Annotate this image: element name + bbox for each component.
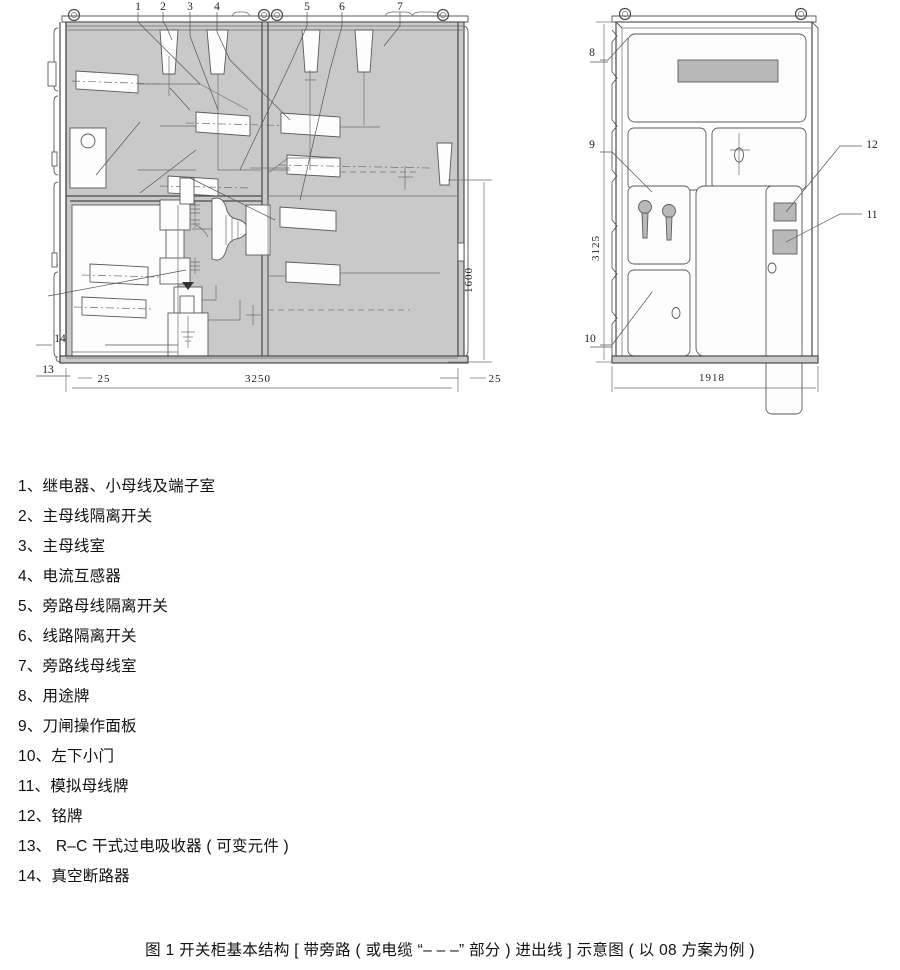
mimic-bus-plate	[773, 230, 797, 254]
dimension-right-25: 25	[489, 373, 502, 385]
legend-item-label: 主母线隔离开关	[42, 508, 153, 525]
legend-item-number: 5、	[18, 598, 43, 615]
lock-icon	[671, 307, 681, 319]
callout-label-7: 7	[397, 1, 403, 13]
legend-item: 13、 R–C 干式过电吸收器 ( 可变元件 )	[18, 832, 538, 862]
legend-item-number: 14、	[18, 868, 52, 885]
lifting-eye-icon	[618, 7, 632, 21]
lifting-eye-icon	[794, 7, 808, 21]
rc-absorber	[167, 282, 209, 358]
operating-handle-icon	[662, 204, 676, 241]
legend-item-label: 刀闸操作面板	[42, 718, 137, 735]
legend-item-number: 13、	[18, 838, 52, 855]
right-front-view: 8 9 10 11 12 3125 1918	[584, 7, 878, 415]
legend-item: 3、主母线室	[18, 532, 538, 562]
insulator-horizontal	[185, 111, 301, 137]
legend-item: 12、铭牌	[18, 802, 538, 832]
callout-label-3: 3	[187, 1, 193, 13]
legend-item-label: 旁路母线隔离开关	[42, 598, 169, 615]
figure-caption: 图 1 开关柜基本结构 [ 带旁路 ( 或电缆 “– – –” 部分 ) 进出线…	[145, 942, 755, 959]
insulator-horizontal	[279, 206, 337, 232]
legend-item: 9、刀闸操作面板	[18, 712, 538, 742]
operating-handle-icon	[638, 200, 652, 239]
callout-label-14: 14	[54, 333, 66, 345]
insulator-horizontal	[280, 112, 341, 138]
legend-item: 5、旁路母线隔离开关	[18, 592, 538, 622]
callout-label-12: 12	[866, 139, 878, 151]
svg-text:1918: 1918	[699, 372, 725, 384]
legend-item-number: 1、	[18, 478, 43, 495]
insulator-horizontal	[73, 296, 153, 319]
legend-item: 1、继电器、小母线及端子室	[18, 472, 538, 502]
insulator-vertical	[354, 29, 374, 112]
nameplate	[774, 203, 796, 221]
insulator-horizontal	[71, 70, 161, 94]
legend-item-number: 7、	[18, 658, 43, 675]
legend-item: 10、左下小门	[18, 742, 538, 772]
insulator-horizontal	[81, 263, 161, 286]
lock-icon	[767, 262, 777, 274]
legend-item: 4、电流互感器	[18, 562, 538, 592]
svg-text:3125: 3125	[590, 235, 602, 261]
legend-item-number: 6、	[18, 628, 43, 645]
insulator-horizontal	[285, 261, 341, 286]
legend-item: 8、用途牌	[18, 682, 538, 712]
callout-label-4: 4	[214, 1, 220, 13]
legend-item: 6、线路隔离开关	[18, 622, 538, 652]
callout-label-11: 11	[866, 209, 877, 221]
technical-drawing-figure: .fillpanel { fill: #c9c9c9; } .filllight…	[0, 0, 900, 420]
lifting-eye-icon	[67, 8, 81, 22]
dimension-width-1918: 1918	[611, 366, 819, 392]
callout-label-13: 13	[42, 364, 54, 376]
insulator-vertical	[436, 142, 453, 186]
lifting-eye-icon	[257, 8, 271, 22]
callout-label-5: 5	[304, 1, 310, 13]
door-handle-icon	[730, 133, 750, 175]
legend-item: 7、旁路线母线室	[18, 652, 538, 682]
callout-leaders	[47, 12, 401, 346]
callout-label-9: 9	[589, 139, 595, 151]
legend-item-label: 继电器、小母线及端子室	[42, 478, 216, 495]
dimension-height-3125: 3125	[590, 21, 612, 363]
callout-label-10: 10	[584, 333, 596, 345]
legend-item-label: 铭牌	[51, 808, 83, 825]
left-section-view: 1 2 3 4 5 6 7 14 13 25 3250 25 1600	[36, 1, 502, 392]
svg-text:1600: 1600	[463, 267, 475, 293]
legend-item-number: 2、	[18, 508, 43, 525]
legend-item-number: 12、	[18, 808, 52, 825]
callout-label-8: 8	[589, 47, 595, 59]
lifting-eye-icon	[436, 8, 450, 22]
legend-item-number: 3、	[18, 538, 43, 555]
legend-item-label: 主母线室	[42, 538, 106, 555]
insulator-vertical	[159, 29, 179, 96]
dimension-bottom: 25 3250 25	[65, 368, 502, 392]
legend-item-number: 8、	[18, 688, 43, 705]
insulator-vertical	[206, 29, 229, 110]
legend-item-label: 用途牌	[42, 688, 90, 705]
callout-label-6: 6	[339, 1, 345, 13]
legend-list: 1、继电器、小母线及端子室 2、主母线隔离开关 3、主母线室 4、电流互感器 5…	[18, 472, 538, 892]
callout-label-1: 1	[135, 1, 141, 13]
lifting-eye-icon	[270, 8, 284, 22]
legend-item-number: 4、	[18, 568, 43, 585]
legend-item-label: 电流互感器	[42, 568, 122, 585]
legend-item-label: 旁路线母线室	[42, 658, 137, 675]
purpose-plate	[678, 60, 778, 82]
legend-item-label: 模拟母线牌	[50, 778, 129, 795]
dimension-width-3250: 3250	[245, 373, 271, 385]
legend-item: 14、真空断路器	[18, 862, 538, 892]
legend-item-label: 左下小门	[51, 748, 115, 765]
legend-item-number: 9、	[18, 718, 43, 735]
legend-item: 11、模拟母线牌	[18, 772, 538, 802]
legend-item-number: 10、	[18, 748, 52, 765]
legend-item-label: 真空断路器	[51, 868, 130, 885]
legend-item: 2、主母线隔离开关	[18, 502, 538, 532]
legend-item-number: 11、	[18, 778, 51, 795]
callout-label-2: 2	[160, 1, 166, 13]
dimension-height-1600: 1600	[448, 179, 492, 363]
legend-item-label: 线路隔离开关	[42, 628, 137, 645]
legend-item-label: R–C 干式过电吸收器 ( 可变元件 )	[51, 838, 289, 855]
insulator-vertical	[301, 29, 321, 112]
dimension-left-25: 25	[98, 373, 111, 385]
